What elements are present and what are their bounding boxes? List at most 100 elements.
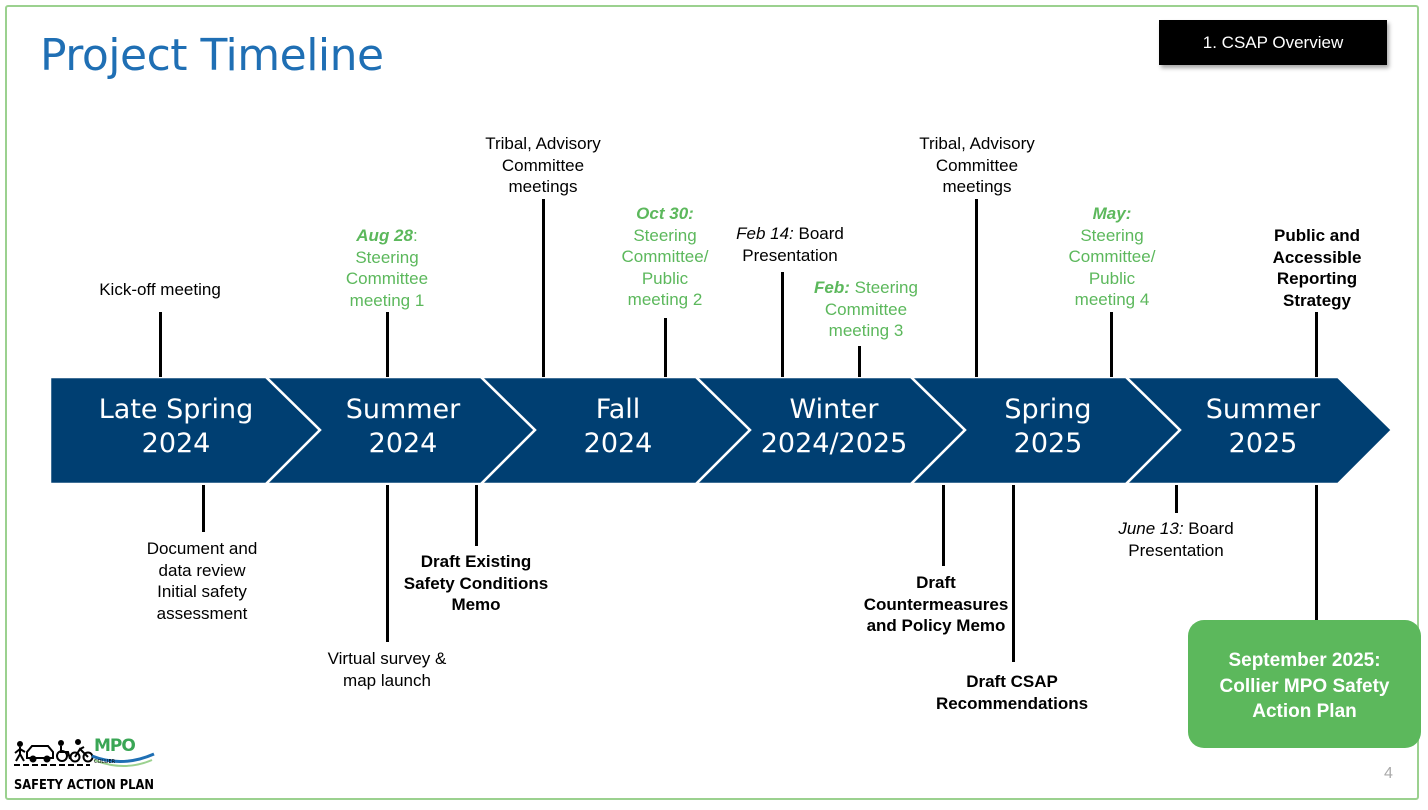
event-text: Steering: [633, 225, 697, 245]
connector-doc-review: [202, 485, 205, 532]
event-text: meetings: [942, 177, 1012, 196]
final-plan-text: September 2025:: [1228, 650, 1381, 671]
event-text: Kick-off meeting: [99, 280, 221, 299]
event-text: Committee: [501, 155, 585, 175]
svg-text:SAFETY ACTION PLAN: SAFETY ACTION PLAN: [14, 777, 154, 793]
phase-year: 2025: [1228, 428, 1298, 459]
phase-label-winter-2024-2025: Winter 2024/2025: [714, 393, 954, 461]
section-label-box: 1. CSAP Overview: [1159, 20, 1387, 65]
final-plan-text: Collier MPO Safety: [1219, 675, 1390, 697]
phase-label-fall-2024: Fall 2024: [498, 393, 738, 461]
event-text: Public: [641, 268, 689, 288]
event-oct30-steering-2: Oct 30: Steering Committee/ Public meeti…: [595, 203, 735, 311]
event-text: Board: [1188, 519, 1234, 538]
event-virtual-survey: Virtual survey & map launch: [302, 648, 472, 691]
event-text: Memo: [451, 595, 501, 614]
event-tribal-advisory-1: Tribal, Advisory Committee meetings: [458, 133, 628, 198]
connector-may: [1110, 312, 1113, 377]
event-text: Accessible: [1272, 247, 1362, 267]
event-text: Document and: [146, 539, 258, 558]
event-feb14-board: Feb 14: Board Presentation: [720, 223, 860, 266]
event-text: meeting 1: [349, 290, 425, 310]
connector-kickoff: [159, 312, 162, 377]
event-text: Public and: [1274, 226, 1360, 245]
final-plan-box: September 2025: Collier MPO Safety Actio…: [1188, 620, 1421, 748]
event-text: Committee/: [621, 247, 709, 266]
connector-tribal-1: [542, 199, 545, 377]
event-text: Countermeasures: [863, 594, 1009, 614]
connector-feb14: [781, 272, 784, 377]
car-icon: [26, 745, 54, 763]
phase-name: Spring: [1004, 394, 1092, 425]
phase-year: 2025: [1013, 428, 1083, 459]
connector-june13: [1175, 485, 1178, 513]
connector-tribal-2: [975, 199, 978, 377]
event-text: Steering: [1080, 225, 1144, 245]
event-text: Safety Conditions: [403, 573, 549, 593]
event-text: Committee: [345, 269, 429, 288]
event-public-reporting-strategy: Public and Accessible Reporting Strategy: [1247, 225, 1387, 311]
event-text: meeting 3: [828, 321, 904, 340]
connector-oct30: [664, 318, 667, 377]
event-text: Draft Existing: [420, 552, 532, 571]
phase-name: Summer: [1205, 394, 1321, 425]
event-document-data-review: Document and data review Initial safety …: [122, 538, 282, 624]
phase-label-summer-2024: Summer 2024: [283, 393, 523, 461]
phase-name: Late Spring: [98, 394, 254, 425]
event-text: meeting 4: [1074, 290, 1150, 309]
connector-countermeasures: [942, 485, 945, 566]
phase-label-spring-2025: Spring 2025: [928, 393, 1168, 461]
wheelchair-icon: [56, 740, 71, 762]
event-date: Feb 14:: [736, 224, 794, 243]
event-text: Draft: [916, 573, 956, 592]
event-text: Board: [798, 224, 844, 243]
event-text: Reporting: [1276, 269, 1358, 288]
event-text: data review: [158, 560, 246, 580]
event-text: meeting 2: [627, 290, 703, 309]
phase-year: 2024/2025: [760, 428, 908, 459]
page-title: Project Timeline: [40, 30, 384, 81]
event-date: Oct 30:: [636, 204, 694, 223]
event-text: Presentation: [1128, 540, 1224, 560]
svg-text:COLLIER: COLLIER: [94, 759, 116, 765]
event-text: Public: [1088, 268, 1136, 288]
page-number: 4: [1384, 765, 1393, 782]
safety-action-plan-logo: MPO COLLIER SAFETY ACTION PLAN: [14, 736, 155, 793]
slide-border: [5, 5, 1419, 800]
phase-arrow-summer-2025: [1122, 375, 1394, 486]
event-text: Tribal, Advisory: [485, 134, 601, 153]
event-feb-steering-3: Feb: Steering Committee meeting 3: [796, 277, 936, 342]
event-text: Presentation: [742, 245, 838, 265]
event-text: Tribal, Advisory: [919, 134, 1035, 153]
connector-csap-recommendations: [1012, 485, 1015, 662]
mpo-mark: MPO COLLIER: [91, 736, 155, 767]
pedestrian-icon: [14, 741, 26, 762]
connector-feb: [858, 346, 861, 377]
connector-virtual-survey: [386, 485, 389, 642]
event-text: Committee/: [1068, 247, 1156, 266]
bicycle-icon: [69, 739, 94, 763]
event-text: assessment: [156, 603, 248, 623]
svg-text:MPO: MPO: [94, 736, 135, 756]
event-kickoff-meeting: Kick-off meeting: [60, 279, 260, 301]
event-text: meetings: [508, 177, 578, 196]
event-date: Aug 28: [356, 226, 413, 245]
event-text: Committee: [935, 155, 1019, 175]
event-text: Draft CSAP: [966, 672, 1058, 691]
connector-final-plan: [1315, 485, 1318, 620]
connector-public-reporting: [1315, 312, 1318, 377]
event-date: Feb:: [814, 278, 850, 297]
final-plan-text: Action Plan: [1252, 701, 1357, 722]
event-date: May:: [1092, 204, 1132, 223]
phase-name: Winter: [789, 394, 879, 425]
event-text: Strategy: [1282, 290, 1352, 310]
phase-label-late-spring-2024: Late Spring 2024: [56, 393, 296, 461]
phase-name: Summer: [345, 394, 461, 425]
phase-label-summer-2025: Summer 2025: [1143, 393, 1383, 461]
event-text: map launch: [343, 670, 431, 690]
event-text: Initial safety: [157, 582, 247, 601]
event-text: Recommendations: [935, 693, 1089, 713]
event-text: Steering: [854, 278, 918, 297]
phase-year: 2024: [368, 428, 438, 459]
